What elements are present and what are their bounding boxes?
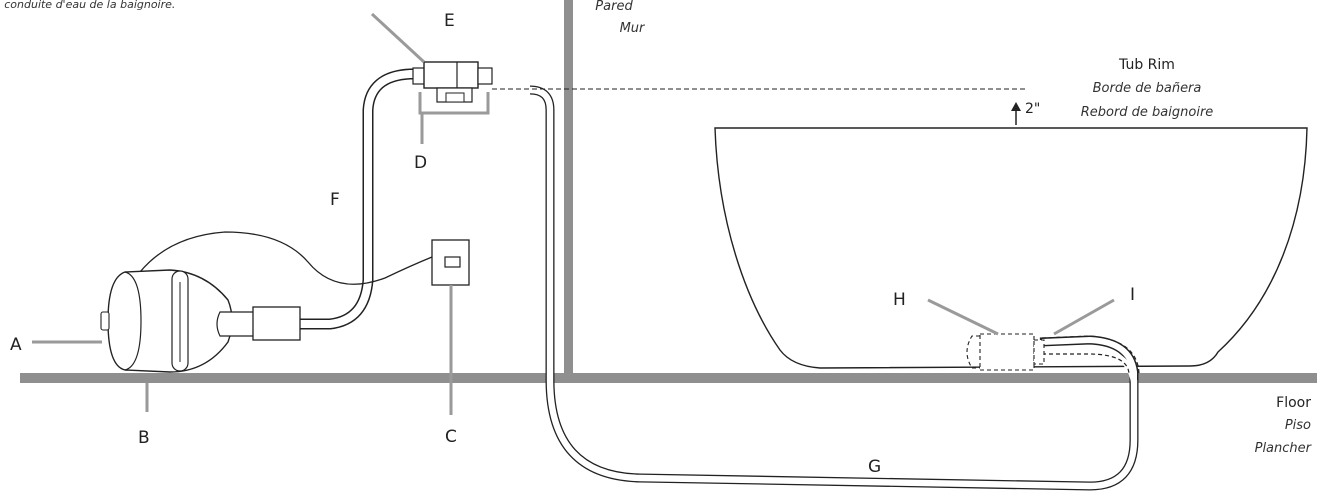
hose-g-core	[529, 86, 1138, 490]
label-i: I	[1130, 285, 1135, 305]
hose-g-dashed	[1041, 335, 1140, 375]
rise-label: 2"	[1025, 101, 1040, 117]
wall-label-fr: Mur	[620, 21, 646, 36]
suction-fitting	[966, 333, 1045, 371]
floor-label: Floor	[1276, 395, 1311, 411]
label-e: E	[444, 11, 455, 31]
rise-arrow-head	[1011, 102, 1021, 111]
label-b: B	[138, 428, 150, 448]
hose-g-hidden	[1041, 336, 1137, 383]
wall-label-es: Pared	[595, 0, 633, 14]
partial-note: a conduite d'eau de la baignoire.	[0, 0, 175, 11]
floor-label-es: Piso	[1285, 418, 1311, 433]
hose-f	[298, 68, 418, 330]
label-c: C	[445, 427, 457, 447]
tub-rim-label-fr: Rebord de baignoire	[1081, 105, 1214, 120]
tub-rim-label-es: Borde de bañera	[1093, 81, 1202, 96]
label-d: D	[414, 153, 427, 173]
hose-g	[529, 85, 1139, 491]
tub-rim-label: Tub Rim	[1118, 57, 1175, 73]
pump	[100, 269, 301, 373]
floor-label-fr: Plancher	[1255, 441, 1313, 456]
label-f: F	[330, 190, 340, 210]
label-h: H	[893, 290, 906, 310]
air-switch	[431, 239, 470, 286]
bathtub	[714, 127, 1308, 369]
leader-lines	[32, 12, 1115, 415]
wall-line	[564, 0, 573, 373]
label-g: G	[868, 457, 881, 477]
switch-cord	[139, 231, 433, 285]
hose-f-core	[298, 70, 418, 328]
floor-line	[20, 373, 1317, 383]
check-valve	[412, 61, 493, 103]
label-a: A	[10, 335, 22, 355]
